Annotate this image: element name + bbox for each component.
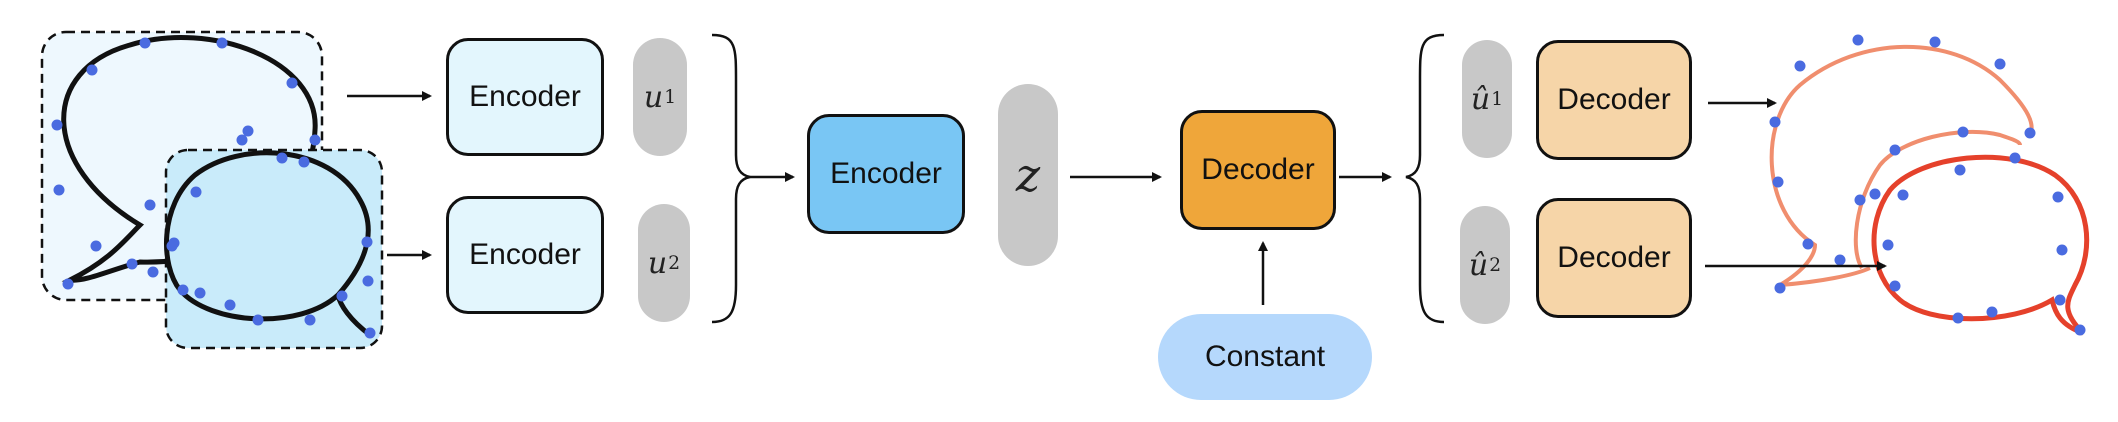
output-speech-bubble-2 bbox=[1871, 154, 2090, 336]
latent-u1-hat-symbol: û bbox=[1470, 81, 1491, 117]
output-control-point bbox=[1986, 306, 1998, 318]
output-control-point bbox=[1889, 144, 1901, 156]
latent-u2-subscript: 2 bbox=[668, 252, 681, 274]
output-control-point bbox=[2074, 324, 2086, 336]
merge-brace bbox=[711, 33, 751, 324]
input-control-point bbox=[236, 134, 248, 146]
decoder-main: Decoder bbox=[1180, 110, 1336, 230]
decoder-1: Decoder bbox=[1536, 40, 1692, 160]
output-speech-bubble-1-tail bbox=[1779, 266, 1871, 287]
output-control-point bbox=[1854, 194, 1866, 206]
input-control-point bbox=[362, 275, 374, 287]
output-speech-bubble-middle bbox=[1853, 129, 2022, 270]
encoder-1: Encoder bbox=[446, 38, 604, 156]
output-control-point bbox=[1852, 34, 1864, 46]
input-control-point bbox=[252, 314, 264, 326]
output-control-point bbox=[2024, 127, 2036, 139]
input-control-point bbox=[298, 156, 310, 168]
input-control-point bbox=[166, 240, 178, 252]
output-control-point bbox=[1952, 312, 1964, 324]
output-control-point bbox=[2056, 244, 2068, 256]
latent-u1-symbol: u bbox=[643, 79, 664, 115]
output-control-point bbox=[1774, 282, 1786, 294]
input-control-point bbox=[224, 299, 236, 311]
input-control-point bbox=[51, 119, 63, 131]
output-control-point bbox=[1772, 176, 1784, 188]
output-control-point bbox=[1794, 60, 1806, 72]
output-control-point bbox=[2054, 294, 2066, 306]
input-control-point bbox=[126, 258, 138, 270]
input-control-point bbox=[336, 290, 348, 302]
output-control-point bbox=[1802, 238, 1814, 250]
latent-z: z bbox=[998, 84, 1058, 266]
input-control-point bbox=[144, 199, 156, 211]
output-control-point bbox=[1769, 116, 1781, 128]
input-control-point bbox=[364, 327, 376, 339]
input-control-point bbox=[177, 284, 189, 296]
output-control-point bbox=[1869, 188, 1881, 200]
output-control-point bbox=[1897, 189, 1909, 201]
input-control-point bbox=[190, 186, 202, 198]
output-control-point bbox=[1929, 36, 1941, 48]
input-control-point bbox=[361, 236, 373, 248]
split-brace bbox=[1405, 33, 1445, 324]
decoder-1-label: Decoder bbox=[1557, 83, 1671, 116]
input-control-point bbox=[86, 64, 98, 76]
constant-input: Constant bbox=[1158, 314, 1372, 400]
latent-z-symbol: z bbox=[1015, 148, 1041, 202]
decoder-2: Decoder bbox=[1536, 198, 1692, 318]
input-control-point bbox=[242, 125, 254, 137]
input-control-point bbox=[62, 278, 74, 290]
output-control-point bbox=[2009, 152, 2021, 164]
input-control-point bbox=[286, 77, 298, 89]
output-speech-bubble-1 bbox=[1769, 44, 2034, 287]
input-control-point bbox=[139, 37, 151, 49]
latent-u2-symbol: u bbox=[647, 245, 668, 281]
latent-u2-hat-symbol: û bbox=[1468, 247, 1489, 283]
constant-label: Constant bbox=[1204, 340, 1326, 373]
input-control-point bbox=[90, 240, 102, 252]
encoder-1-label: Encoder bbox=[469, 80, 581, 113]
output-control-point bbox=[2052, 191, 2064, 203]
encoder-main-label: Encoder bbox=[830, 157, 942, 190]
input-control-point bbox=[216, 37, 228, 49]
input-control-point bbox=[53, 184, 65, 196]
output-control-point bbox=[1954, 164, 1966, 176]
input-control-point bbox=[194, 287, 206, 299]
decoder-main-label: Decoder bbox=[1201, 153, 1315, 186]
output-control-point bbox=[1889, 280, 1901, 292]
latent-u1-hat-subscript: 1 bbox=[1491, 88, 1504, 110]
output-control-point bbox=[1957, 126, 1969, 138]
input-control-point bbox=[276, 152, 288, 164]
output-control-point bbox=[1994, 58, 2006, 70]
decoder-2-label: Decoder bbox=[1557, 241, 1671, 274]
encoder-2-label: Encoder bbox=[469, 238, 581, 271]
input-control-point bbox=[309, 134, 321, 146]
output-control-point bbox=[1834, 254, 1846, 266]
input-speech-bubble-2 bbox=[164, 150, 372, 337]
input-control-point bbox=[304, 314, 316, 326]
input-control-point bbox=[147, 266, 159, 278]
output-control-point bbox=[1882, 239, 1894, 251]
latent-u2-hat-subscript: 2 bbox=[1489, 254, 1502, 276]
latent-u1-subscript: 1 bbox=[664, 86, 677, 108]
encoder-2: Encoder bbox=[446, 196, 604, 314]
input-control-points bbox=[51, 37, 376, 339]
output-control-points bbox=[1769, 34, 2086, 336]
encoder-main: Encoder bbox=[807, 114, 965, 234]
